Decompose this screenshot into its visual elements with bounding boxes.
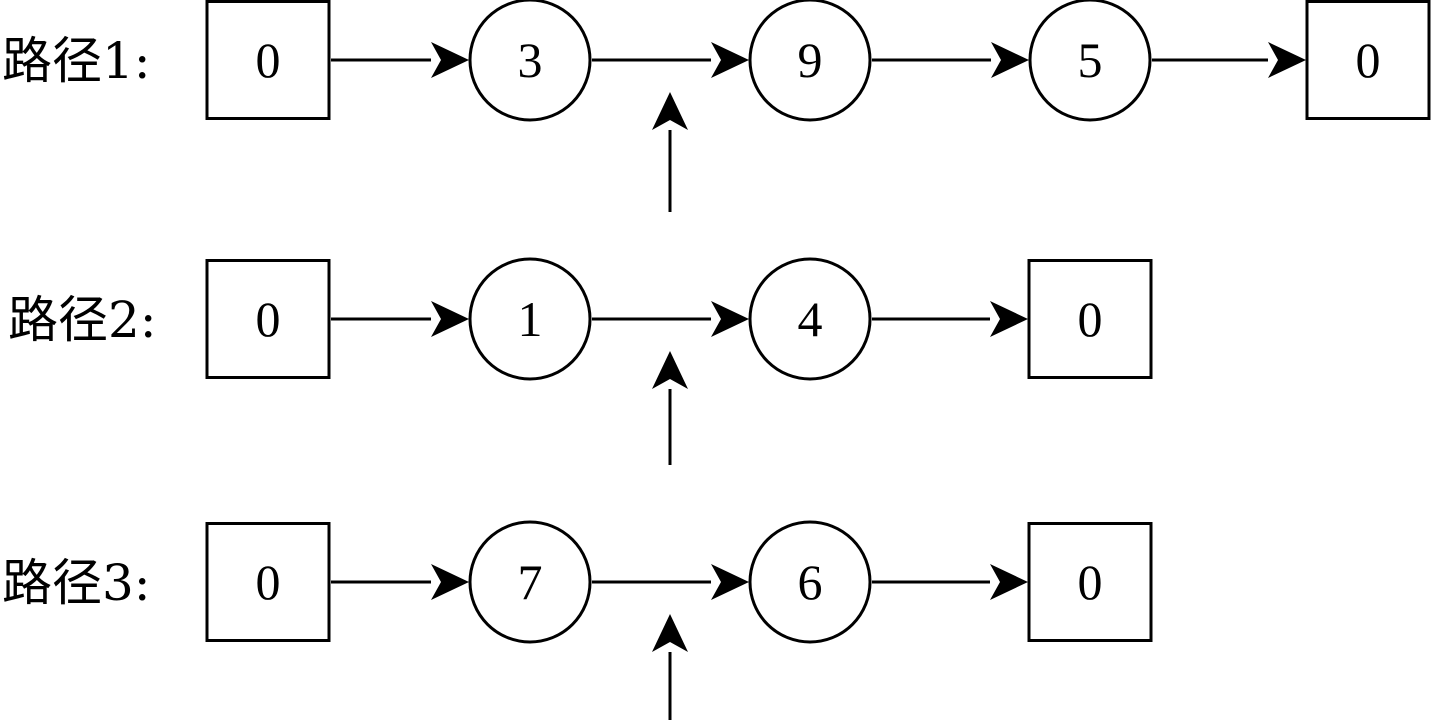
- insertion-arrow-head: [652, 351, 688, 389]
- edge-arrow: [592, 42, 749, 78]
- edge-arrow-head: [991, 42, 1029, 78]
- node-value: 0: [256, 291, 281, 347]
- edge-arrow-head: [431, 42, 469, 78]
- customer-circle: [468, 257, 592, 381]
- depot-node: 0: [205, 259, 331, 379]
- path-row-2: 路径2: 0 1 4 0: [8, 257, 1153, 465]
- path-label: 路径3:: [2, 554, 151, 612]
- depot-node: 0: [205, 522, 331, 642]
- edge-arrow: [872, 564, 1028, 600]
- depot-box: [205, 522, 331, 642]
- insertion-arrow-head: [652, 614, 688, 652]
- edge-arrow: [331, 564, 469, 600]
- edge-arrow-head: [990, 301, 1028, 337]
- edge-arrow: [592, 564, 749, 600]
- depot-node: 0: [1305, 0, 1431, 120]
- customer-circle: [748, 257, 872, 381]
- customer-node: 1: [468, 257, 592, 381]
- depot-box: [1305, 0, 1431, 120]
- node-value: 1: [518, 291, 543, 347]
- customer-node: 7: [468, 520, 592, 644]
- node-value: 0: [1078, 291, 1103, 347]
- edge-arrow-head: [711, 301, 749, 337]
- node-value: 6: [798, 554, 823, 610]
- depot-box: [205, 0, 331, 120]
- node-value: 0: [256, 554, 281, 610]
- node-value: 5: [1078, 32, 1103, 88]
- path-row-1: 路径1: 0 3 9 5 0: [2, 0, 1431, 212]
- customer-circle: [468, 520, 592, 644]
- edge-arrow-head: [711, 42, 749, 78]
- depot-box: [205, 259, 331, 379]
- path-label: 路径1:: [2, 32, 151, 90]
- depot-box: [1027, 522, 1153, 642]
- depot-node: 0: [205, 0, 331, 120]
- edge-arrow: [872, 42, 1029, 78]
- insertion-arrow: [652, 351, 688, 465]
- depot-box: [1027, 259, 1153, 379]
- edge-arrow-head: [431, 301, 469, 337]
- customer-circle: [1028, 0, 1152, 122]
- node-value: 0: [1356, 32, 1381, 88]
- edge-arrow-head: [1268, 42, 1306, 78]
- node-value: 9: [798, 32, 823, 88]
- path-label: 路径2:: [8, 291, 157, 349]
- edge-arrow: [331, 301, 469, 337]
- node-value: 7: [518, 554, 543, 610]
- customer-node: 4: [748, 257, 872, 381]
- customer-node: 3: [468, 0, 592, 122]
- insertion-arrow-head: [652, 92, 688, 130]
- customer-node: 6: [748, 520, 872, 644]
- customer-node: 9: [748, 0, 872, 122]
- edge-arrow: [592, 301, 749, 337]
- depot-node: 0: [1027, 259, 1153, 379]
- edge-arrow-head: [990, 564, 1028, 600]
- insertion-arrow: [652, 92, 688, 212]
- customer-node: 5: [1028, 0, 1152, 122]
- customer-circle: [748, 0, 872, 122]
- insertion-arrow: [652, 614, 688, 720]
- depot-node: 0: [1027, 522, 1153, 642]
- edge-arrow: [872, 301, 1028, 337]
- customer-circle: [468, 0, 592, 122]
- edge-arrow: [331, 42, 469, 78]
- customer-circle: [748, 520, 872, 644]
- edge-arrow-head: [431, 564, 469, 600]
- edge-arrow: [1152, 42, 1306, 78]
- edge-arrow-head: [711, 564, 749, 600]
- node-value: 0: [1078, 554, 1103, 610]
- node-value: 3: [518, 32, 543, 88]
- node-value: 0: [256, 32, 281, 88]
- path-row-3: 路径3: 0 7 6 0: [2, 520, 1153, 720]
- node-value: 4: [798, 291, 823, 347]
